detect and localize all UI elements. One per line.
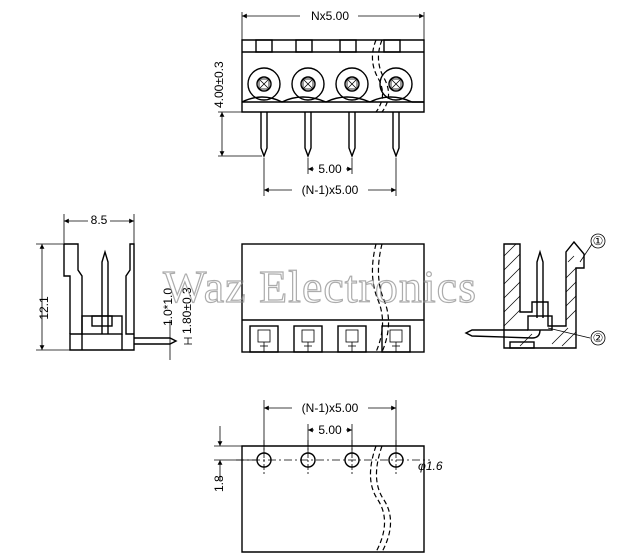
dim-pcb-edge: 1.8 — [212, 475, 226, 492]
pcb-hole — [300, 452, 316, 468]
dim-top-pitch: 5.00 — [318, 162, 342, 176]
pcb-hole — [344, 452, 360, 468]
terminal-opening — [293, 325, 323, 353]
terminal-opening — [249, 325, 279, 353]
dim-top-overall: Nx5.00 — [311, 9, 349, 23]
dim-pcb-pitch: 5.00 — [318, 423, 342, 437]
callout-2: ② — [593, 331, 604, 345]
callout-1: ① — [593, 234, 604, 248]
screw-terminal — [379, 67, 413, 101]
dim-side-width: 8.5 — [91, 213, 108, 227]
dim-top-height: 4.00±0.3 — [212, 61, 226, 108]
pins — [260, 112, 400, 158]
front-view — [241, 243, 425, 353]
terminal-opening — [337, 325, 367, 353]
dim-side-height: 12.1 — [37, 296, 51, 320]
side-view: 8.5 12.1 1.0*1.0 1.80±0.3 — [36, 213, 194, 360]
screw-terminal — [291, 67, 325, 101]
screw-terminal — [335, 67, 369, 101]
dim-top-span: (N-1)x5.00 — [302, 183, 359, 197]
dim-hole-dia: φ1.6 — [418, 459, 443, 473]
dim-side-offset: 1.0*1.0 — [161, 288, 175, 326]
top-view: Nx5.00 — [212, 8, 425, 197]
terminal-opening — [381, 325, 411, 353]
screw-terminal — [247, 67, 281, 101]
pcb-hole — [388, 452, 404, 468]
dim-side-pin: 1.80±0.3 — [180, 287, 194, 334]
watermark: Waz Electronics — [163, 261, 477, 312]
hatched-section — [503, 243, 577, 347]
pcb-hole — [256, 452, 272, 468]
dim-pcb-span: (N-1)x5.00 — [302, 401, 359, 415]
section-view: ① ② — [464, 233, 606, 349]
pcb-layout-view: (N-1)x5.00 5.00 φ1.6 1.8 — [212, 400, 443, 553]
